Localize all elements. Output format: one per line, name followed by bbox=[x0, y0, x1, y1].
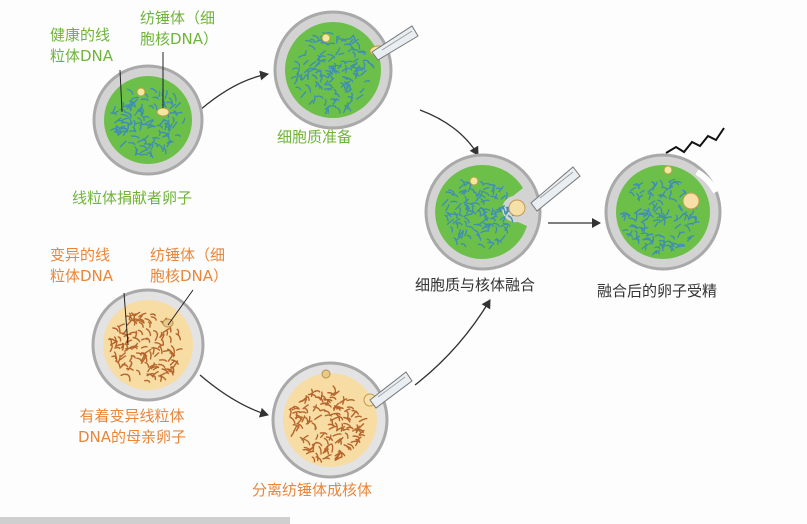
separate-spindle-cell bbox=[273, 363, 387, 477]
mitochondrion bbox=[123, 103, 124, 108]
label-mother-egg: 有着变异线粒体 DNA的母亲卵子 bbox=[78, 406, 186, 448]
mitochondrion bbox=[130, 131, 136, 132]
mitochondrion bbox=[660, 245, 666, 246]
label-fertilized: 融合后的卵子受精 bbox=[597, 281, 717, 302]
label-mutant-mito-dna: 变异的线 粒体DNA bbox=[50, 245, 113, 287]
mitochondrion bbox=[136, 154, 141, 155]
arrow-donor-to-prep bbox=[200, 74, 268, 110]
fertilized-egg-cell bbox=[606, 155, 720, 269]
mitochondrion bbox=[365, 81, 370, 82]
mitochondrion bbox=[676, 215, 677, 220]
label-donor-egg: 线粒体捐献者卵子 bbox=[72, 188, 192, 209]
mitochondrion bbox=[356, 416, 362, 417]
mitochondrion bbox=[359, 435, 364, 436]
fusion-cell bbox=[426, 155, 540, 269]
mitochondrion bbox=[664, 240, 665, 247]
mitochondrion bbox=[636, 212, 637, 220]
mitochondrion bbox=[123, 343, 124, 350]
arrow-mother-to-separate bbox=[200, 375, 268, 415]
arrow-prep-to-fusion bbox=[420, 110, 478, 155]
mitochondrion bbox=[671, 244, 672, 251]
arrow-separate-to-fusion bbox=[415, 300, 490, 385]
cytoplasm-prep-cell bbox=[275, 12, 391, 128]
label-spindle-bottom: 纺锤体（细 胞核DNA） bbox=[150, 245, 228, 287]
label-cytoplasm-prep: 细胞质准备 bbox=[277, 127, 352, 148]
donor-egg-cell bbox=[94, 66, 202, 174]
mitochondrion bbox=[301, 74, 302, 79]
donor-spindle-body bbox=[157, 108, 169, 116]
mitochondrion bbox=[142, 154, 148, 155]
label-separate-spindle: 分离纺锤体成核体 bbox=[252, 480, 372, 501]
sperm-cell bbox=[666, 128, 724, 153]
label-fusion: 细胞质与核体融合 bbox=[415, 275, 535, 296]
mother-egg-cell bbox=[93, 290, 203, 400]
mitochondrion bbox=[624, 215, 625, 220]
mitochondrion bbox=[337, 37, 338, 43]
mitochondrion bbox=[165, 123, 166, 129]
label-spindle-top: 纺锤体（细 胞核DNA） bbox=[140, 8, 218, 50]
mitochondrion bbox=[347, 400, 354, 401]
mitochondrion bbox=[334, 100, 339, 101]
mitochondrion bbox=[696, 217, 697, 222]
mitochondrion bbox=[320, 410, 325, 411]
mitochondrion bbox=[131, 362, 132, 367]
label-healthy-mito-dna: 健康的线 粒体DNA bbox=[50, 25, 113, 67]
mitochondrion bbox=[656, 235, 661, 236]
pipette-fusion bbox=[531, 167, 580, 211]
